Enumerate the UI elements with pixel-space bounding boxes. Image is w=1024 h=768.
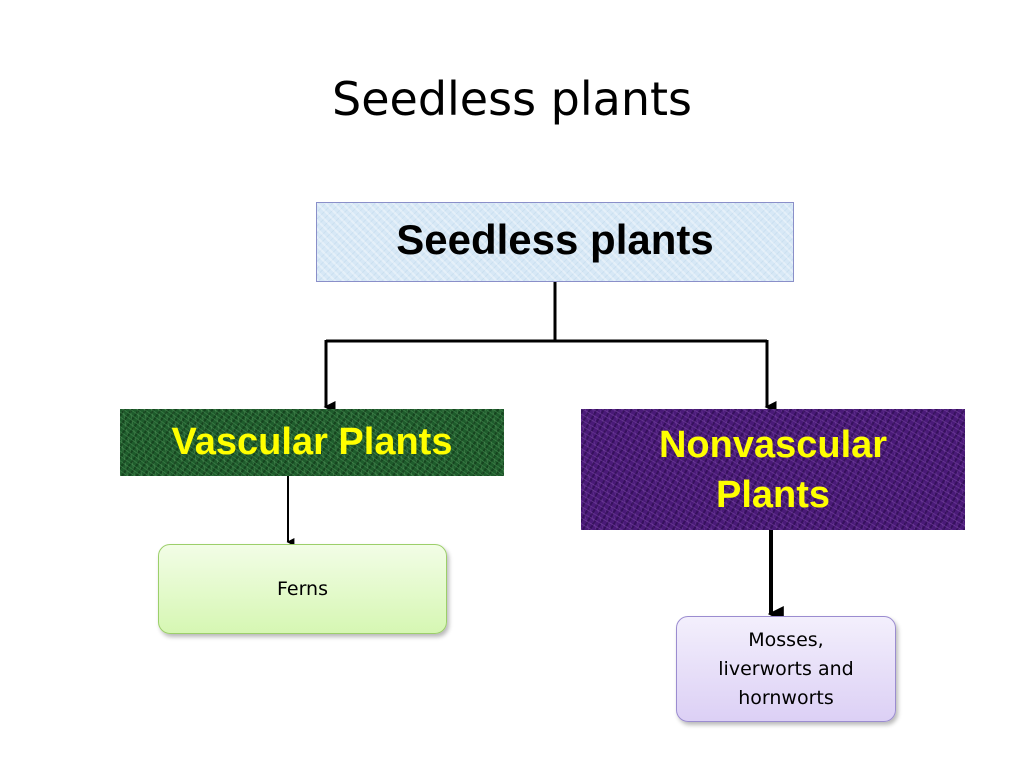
slide-title: Seedless plants [332,72,692,126]
example-node-mosses-liverworts-hornworts: Mosses, liverworts and hornworts [676,616,896,722]
category-node-nonvascular-plants: Nonvascular Plants [581,409,965,530]
root-node-seedless-plants: Seedless plants [316,202,794,282]
ferns-label: Ferns [277,578,328,600]
mosses-label-line: Mosses, [748,628,824,651]
example-node-ferns: Ferns [158,544,447,634]
mosses-label-line: hornworts [738,686,834,709]
nonvascular-label-line: Nonvascular [658,423,888,466]
vascular-plants-label: Vascular Plants [171,421,453,463]
mosses-label-line: liverworts and [718,657,854,680]
root-node-label: Seedless plants [396,216,714,263]
category-node-vascular-plants: Vascular Plants [120,409,504,476]
nonvascular-label-line: Plants [715,473,831,516]
